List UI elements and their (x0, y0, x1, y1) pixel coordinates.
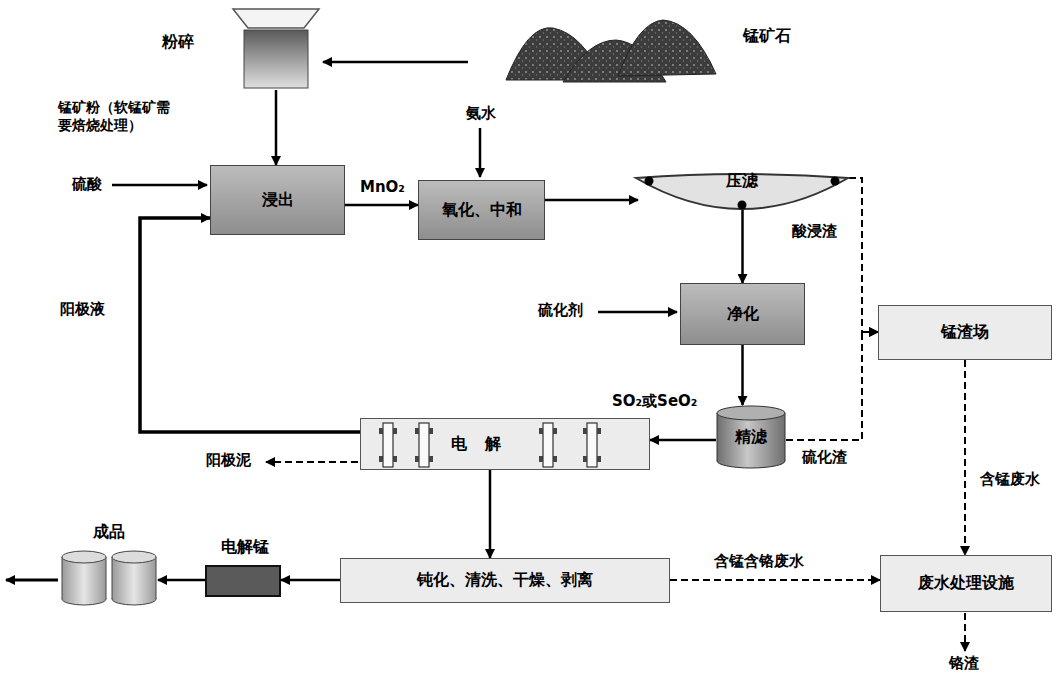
node-text: 净化 (727, 304, 759, 325)
node-text: 粉碎 (162, 32, 194, 53)
flow-arrow (275, 90, 278, 165)
process-box: 钝化、清洗、干燥、剥离 (340, 558, 670, 603)
edge-label: 锰矿粉（软锰矿需要焙烧处理） (56, 98, 172, 134)
edge-label: MnO₂ (358, 178, 407, 198)
edge-label: 阳极液 (58, 300, 107, 320)
storage-box: 锰渣场 (878, 305, 1052, 360)
feed-arrow (479, 128, 482, 177)
flow-arrow (650, 439, 716, 442)
node-text: 压滤 (632, 171, 852, 192)
node-text: 电解锰 (207, 537, 283, 558)
sludge-arrow (266, 461, 358, 463)
waste-flow-arrow (670, 579, 880, 581)
node-text: 浸出 (262, 190, 294, 211)
flow-arrow (345, 204, 418, 207)
flow-arrow (545, 199, 638, 202)
edge-label: 含锰含铬废水 (712, 552, 806, 572)
flow-arrow (140, 218, 360, 432)
node-text: 成品 (60, 522, 158, 543)
waste-flow-arrow (849, 178, 878, 332)
edge-label: 含锰废水 (978, 470, 1042, 490)
treatment-box: 废水处理设施 (880, 555, 1052, 612)
electrolysis-cell: 电解 (360, 418, 650, 470)
process-box: 氧化、中和 (418, 180, 545, 240)
material-label: 硫化剂 (536, 301, 585, 321)
feed-arrow (112, 184, 207, 187)
ore-pile-outline (468, 14, 718, 84)
edge-label: SO₂或SeO₂ (610, 392, 699, 412)
product-block: 电解锰 (205, 565, 281, 597)
node-text: 锰矿石 (743, 26, 791, 47)
node-text: 废水处理设施 (918, 573, 1014, 594)
edge-label: 硫化渣 (800, 448, 849, 468)
flow-arrow (323, 61, 468, 64)
node-text: 精滤 (735, 427, 767, 448)
product-drums-outline (60, 550, 158, 606)
node-text: 氧化、中和 (442, 200, 522, 221)
fine-filter-tank: 精滤 (716, 405, 786, 469)
flow-arrow (489, 470, 492, 558)
crusher-icon: 粉碎 (232, 8, 320, 90)
material-label: 氨水 (464, 104, 498, 124)
flow-arrow (741, 345, 744, 405)
material-label: 阳极泥 (204, 451, 253, 471)
filter-press: 压滤 (632, 168, 852, 216)
crusher-icon-outline (232, 8, 320, 90)
ore-pile: 锰矿石 (468, 14, 718, 84)
product-drums: 成品 (60, 550, 158, 606)
flow-arrow (741, 209, 744, 283)
material-label: 硫酸 (70, 175, 104, 195)
node-text: 钝化、清洗、干燥、剥离 (417, 570, 593, 591)
edge-label: 酸浸渣 (790, 222, 839, 242)
node-text: 电解 (451, 434, 519, 455)
waste-flow-arrow (786, 332, 878, 440)
flow-arrow (158, 579, 205, 582)
feed-arrow (598, 311, 677, 314)
process-box: 浸出 (210, 165, 345, 235)
process-box: 净化 (680, 283, 805, 345)
node-text: 锰渣场 (941, 322, 989, 343)
output-arrow (6, 579, 58, 582)
waste-flow-arrow (964, 360, 966, 555)
material-label: 铬渣 (947, 654, 981, 674)
residue-arrow (964, 613, 966, 651)
flow-arrow (281, 579, 340, 582)
